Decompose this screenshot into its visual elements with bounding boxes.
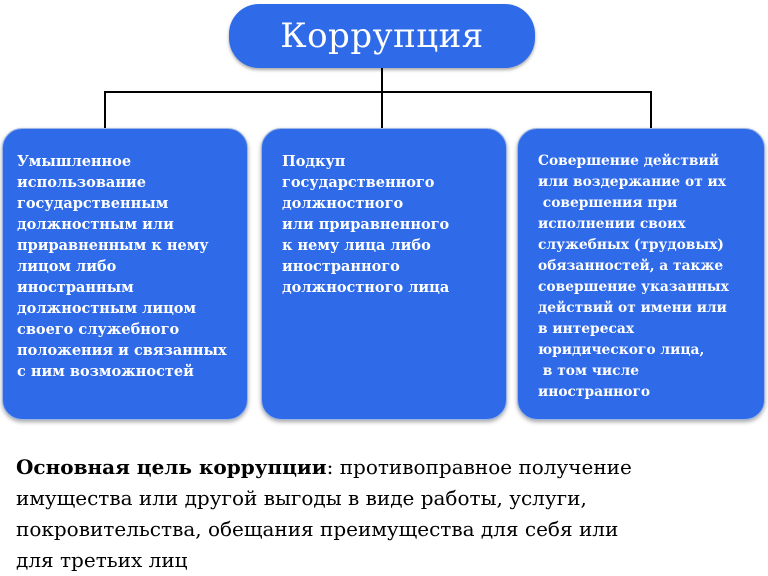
goal-lead-label: Основная цель коррупции xyxy=(16,455,327,479)
card-3-line: действий от имени или xyxy=(538,300,727,316)
card-1-line: иностранным xyxy=(17,279,134,296)
card-3-line: исполнении своих xyxy=(538,216,686,232)
card-3-line: юридического лица, xyxy=(538,342,705,358)
goal-line-2: имущества или другой выгоды в виде работ… xyxy=(16,486,587,510)
card-2-line: иностранного xyxy=(282,258,400,275)
goal-line-1-rest: : противоправное получение xyxy=(326,455,632,479)
card-1-line: должностным лицом xyxy=(17,300,197,317)
definition-card-1: Умышленное использование государственным… xyxy=(2,128,248,420)
card-1-line: лицом либо xyxy=(17,258,117,275)
card-3-line: обязанностей, а также xyxy=(538,258,724,274)
card-1-line: приравненным к нему xyxy=(17,237,209,254)
card-1-line: государственным xyxy=(17,195,169,212)
goal-line-1: Основная цель коррупции: противоправное … xyxy=(16,452,756,483)
card-1-line: с ним возможностей xyxy=(17,363,194,380)
definition-card-2: Подкуп государственного должностного или… xyxy=(261,128,507,420)
card-2-line: должностного xyxy=(282,195,404,212)
card-1-line: должностным или xyxy=(17,216,174,233)
card-3-line: или воздержание от их xyxy=(538,174,727,190)
card-3-line: служебных (трудовых) xyxy=(538,237,724,253)
main-goal-paragraph: Основная цель коррупции: противоправное … xyxy=(16,452,756,576)
goal-line-3: покровительства, обещания преимущества д… xyxy=(16,517,619,541)
card-2-line: или приравненного xyxy=(282,216,450,233)
goal-line-4: для третьих лиц xyxy=(16,548,188,572)
card-1-line: положения и связанных xyxy=(17,342,227,359)
title-box: Коррупция xyxy=(229,4,535,68)
definition-card-3: Совершение действий или воздержание от и… xyxy=(517,128,765,420)
card-3-line: совершение указанных xyxy=(538,279,729,295)
card-1-line: Умышленное xyxy=(17,153,132,170)
card-1-line: своего служебного xyxy=(17,321,180,338)
card-3-line: в том числе xyxy=(538,363,639,379)
connector-lines xyxy=(104,68,652,128)
card-2-line: Подкуп xyxy=(282,153,346,170)
card-3-line: Совершение действий xyxy=(538,153,719,169)
card-3-line: совершения при xyxy=(538,195,678,211)
diagram-title: Коррупция xyxy=(280,16,484,56)
card-3-line: в интересах xyxy=(538,321,635,337)
card-2-line: к нему лица либо xyxy=(282,237,431,254)
card-3-line: иностранного xyxy=(538,384,651,400)
card-2-line: государственного xyxy=(282,174,435,191)
card-2-line: должностного лица xyxy=(282,279,450,296)
card-1-line: использование xyxy=(17,174,146,191)
